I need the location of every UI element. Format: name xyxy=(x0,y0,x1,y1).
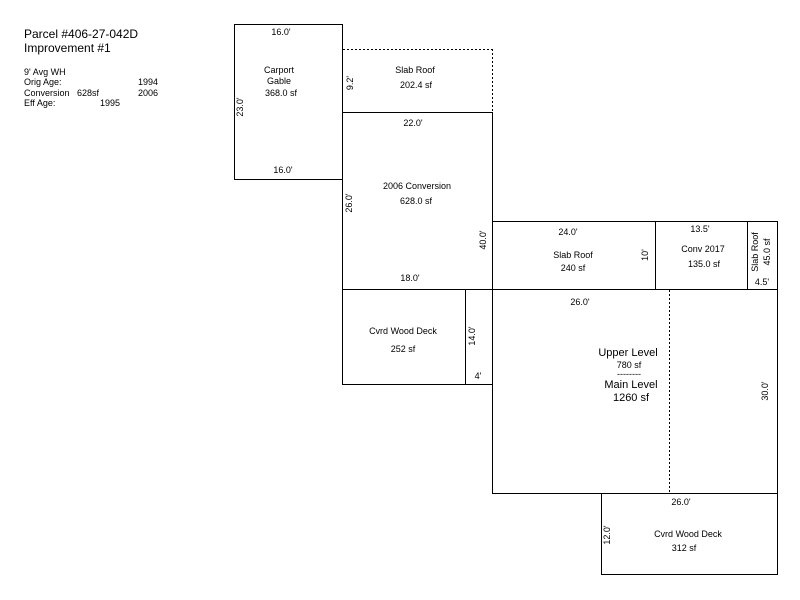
carport-top-dim: 16.0' xyxy=(271,27,291,37)
main-side-dim: 30.0' xyxy=(760,381,770,401)
deck-left-label: Cvrd Wood Deck xyxy=(369,326,437,336)
slab-roof-mid-label: Slab Roof xyxy=(553,250,593,260)
carport-area-sf: 368.0 sf xyxy=(265,88,298,98)
conv-2017-area-sf: 135.0 sf xyxy=(688,259,721,269)
conversion-area-sf: 628.0 sf xyxy=(400,196,433,206)
slab-roof-right-label: Slab Roof xyxy=(750,232,760,272)
slab-roof-right-area-sf: 45.0 sf xyxy=(762,238,772,266)
conversion-bottom-dim: 18.0' xyxy=(400,273,420,283)
deck-left-area-sf: 252 sf xyxy=(391,344,416,354)
deck-bottom-outline xyxy=(601,493,778,575)
orig-age-label: Orig Age: xyxy=(24,77,62,87)
conversion-label: Conversion xyxy=(24,88,70,98)
slab-roof-mid-side-dim: 10' xyxy=(640,249,650,261)
right-wing-areas: 24.0' Slab Roof 240 sf 10' 13.5' Conv 20… xyxy=(492,221,778,494)
slab-roof-top-label: Slab Roof xyxy=(395,65,435,75)
conversion-right-dim: 40.0' xyxy=(478,230,488,250)
slab-roof-right-bottom-dim: 4.5' xyxy=(755,277,770,287)
slab-roof-top-area: Slab Roof 202.4 sf 9.2' xyxy=(343,49,493,112)
carport-gable-label: Gable xyxy=(267,76,291,86)
carport-label: Carport xyxy=(264,65,295,75)
main-level-area-sf: 1260 sf xyxy=(613,392,650,404)
carport-side-dim: 23.0' xyxy=(235,97,245,117)
carport-bottom-dim: 16.0' xyxy=(273,165,293,175)
main-level-area: 26.0' Upper Level 780 sf -------- Main L… xyxy=(492,289,778,494)
upper-level-area-sf: 780 sf xyxy=(617,360,642,370)
deck-left-area: Cvrd Wood Deck 252 sf 14.0' 4' xyxy=(342,290,493,385)
conv-2017-top-dim: 13.5' xyxy=(690,224,710,234)
slab-roof-top-side-dim: 9.2' xyxy=(345,76,355,91)
main-top-dim: 26.0' xyxy=(570,297,590,307)
main-level-label: Main Level xyxy=(604,379,657,391)
avg-wall-height: 9' Avg WH xyxy=(24,67,66,77)
deck-bottom-area: 26.0' Cvrd Wood Deck 312 sf 12.0' xyxy=(601,493,778,575)
slab-roof-mid-top-dim: 24.0' xyxy=(558,227,578,237)
eff-age-value: 1995 xyxy=(100,98,121,108)
conversion-top-dim: 22.0' xyxy=(403,118,423,128)
deck-bottom-top-dim: 26.0' xyxy=(671,497,691,507)
orig-age-value: 1994 xyxy=(138,77,159,87)
conversion-left-dim: 26.0' xyxy=(344,193,354,213)
carport-outline xyxy=(234,24,343,180)
conversion-2006-area: 22.0' 2006 Conversion 628.0 sf 26.0' 40.… xyxy=(342,24,493,384)
slab-roof-mid-area-sf: 240 sf xyxy=(561,263,586,273)
deck-bottom-side-dim: 12.0' xyxy=(602,525,612,545)
improvement-title: Improvement #1 xyxy=(24,41,111,55)
deck-bottom-area-sf: 312 sf xyxy=(672,543,697,553)
conversion-value: 2006 xyxy=(138,88,159,98)
conversion-sf: 628sf xyxy=(77,88,100,98)
slab-roof-top-area-sf: 202.4 sf xyxy=(400,80,433,90)
conversion-label: 2006 Conversion xyxy=(383,181,451,191)
deck-bottom-label: Cvrd Wood Deck xyxy=(654,529,722,539)
parcel-title: Parcel #406-27-042D xyxy=(24,27,139,41)
eff-age-label: Eff Age: xyxy=(24,98,56,108)
deck-left-notch-dim: 4' xyxy=(475,371,482,381)
level-separator: -------- xyxy=(617,369,641,379)
upper-level-label: Upper Level xyxy=(598,347,657,359)
deck-left-side-dim: 14.0' xyxy=(467,326,477,346)
conv-2017-label: Conv 2017 xyxy=(681,244,725,254)
carport-area: 16.0' Carport Gable 368.0 sf 16.0' 23.0' xyxy=(234,24,343,180)
